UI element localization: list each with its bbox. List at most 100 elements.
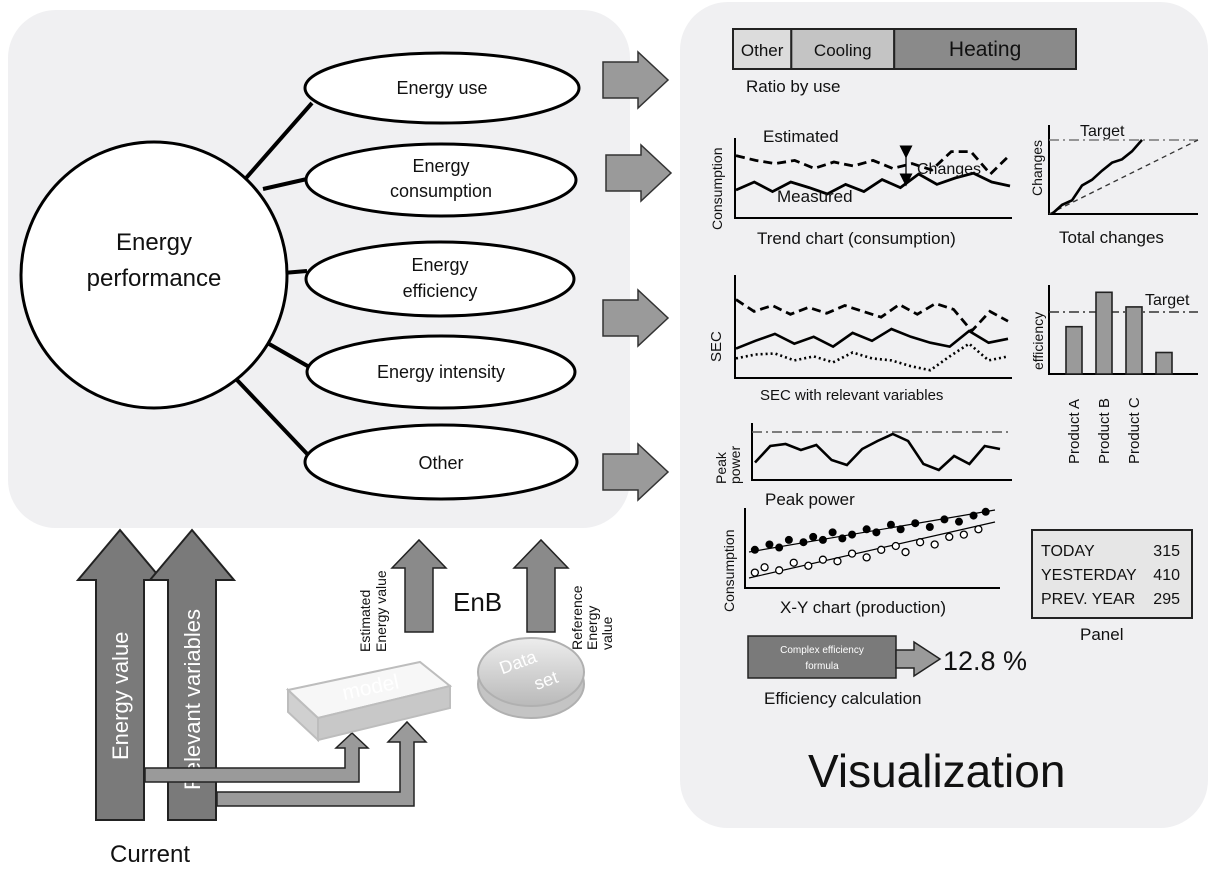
xy-filled-point [799,538,808,547]
current-label: Current [110,841,190,868]
model-feed-arrows [144,720,428,807]
ratio-segment [732,28,793,70]
energy-performance-label-1: Energy [116,229,192,256]
xy-filled-point [848,530,857,539]
relevant-variables-label: Relevant variables [180,609,205,790]
relevant-variables-arrow: Relevant variables [147,528,237,821]
xy-hollow-point [818,555,828,564]
sec-chart: SEC SEC with relevant variables [708,275,1012,404]
measured-series-line [735,171,1011,196]
peak-ylabel-1: Peak [713,451,729,484]
xy-hollow-point [750,568,760,577]
trend-chart: Estimated Measured Changes Consumption T… [709,127,1012,248]
panel-row-yesterday-value: 410 [1153,567,1180,584]
xy-hollow-point [789,558,798,567]
energy-use-label: Energy use [396,78,487,98]
xy-filled-point [969,511,978,520]
energy-intensity-node: Energy intensity [305,334,577,410]
trend-changes-label: Changes [917,161,981,178]
ratio-segment-label: Cooling [814,41,872,60]
energy-value-label: Energy value [108,632,133,760]
energy-consumption-node: Energy consumption [304,142,578,218]
peak-power-chart: Peak power Peak power [713,423,1012,509]
efficiency-calculation: Complex efficiency formula 12.8 % Effici… [747,635,1027,708]
xy-filled-point [765,540,774,549]
efficiency-calc-caption: Efficiency calculation [764,689,922,708]
xy-hollow-point [974,525,983,534]
energy-consumption-label-2: consumption [390,181,492,201]
xy-hollow-point [804,561,813,570]
ratio-caption: Ratio by use [746,77,841,96]
total-changes-caption: Total changes [1059,228,1164,247]
efficiency-category-label: Product C [1126,397,1143,464]
xy-hollow-point [833,557,842,566]
efficiency-category-label: Product A [1066,399,1083,464]
xy-filled-point [775,543,784,552]
efficiency-bar [1125,306,1143,375]
energy-efficiency-label-2: efficiency [403,281,478,301]
total-changes-ylabel: Changes [1029,140,1045,196]
energy-use-node: Energy use [303,51,581,125]
sec-caption: SEC with relevant variables [760,387,943,404]
xy-hollow-point [760,563,769,572]
xy-filled-point [925,523,934,531]
estimated-series-line [735,150,1011,177]
xy-filled-point [940,515,949,524]
xy-filled-point [828,528,837,537]
ratio-segment-label: Other [741,41,784,60]
energy-consumption-label-1: Energy [412,156,469,176]
arrow-right-icon [605,143,673,203]
ratio-segment [893,28,1078,70]
xy-filled-point [872,528,881,537]
trend-ylabel: Consumption [709,148,725,231]
xy-filled-point [896,525,905,534]
xy-filled-point [911,519,920,528]
energy-performance-label-2: performance [87,265,222,292]
xy-hollow-point [877,545,886,554]
other-node: Other [303,423,579,501]
peak-series-line [754,432,1001,472]
estimated-value-arrow [390,538,448,633]
xy-hollow-point [959,530,968,539]
reference-value-label-2: Energy [584,606,600,650]
reference-value-arrow [512,538,570,633]
energy-intensity-label: Energy intensity [377,362,505,382]
xy-filled-point [784,535,793,544]
peak-ylabel-2: power [727,446,743,484]
xy-filled-point [886,520,895,529]
estimated-value-label-1: Estimated [357,590,373,652]
xy-caption: X-Y chart (production) [780,598,946,617]
arrow-right-icon [602,50,670,110]
total-changes-chart: Target Changes Total changes [1029,123,1199,247]
efficiency-target-label: Target [1145,292,1190,309]
peak-caption: Peak power [765,490,855,509]
xy-hollow-point [862,553,871,562]
xy-ylabel: Consumption [721,530,737,613]
efficiency-category-label: Product B [1096,398,1113,464]
formula-label-1: Complex efficiency [780,645,864,656]
arrow-right-icon [602,442,670,502]
sec-solid-series-line [735,327,1009,350]
energy-efficiency-node: Energy efficiency [304,240,576,318]
energy-value-arrow: Energy value [75,528,165,821]
xy-filled-point [809,532,818,541]
trend-estimated-label: Estimated [763,127,839,146]
arrow-right-icon [602,288,670,348]
xy-hollow-point [775,566,784,575]
efficiency-result: 12.8 % [943,646,1027,676]
panel-display: TODAY 315 YESTERDAY 410 PREV. YEAR 295 P… [1031,529,1193,644]
xy-hollow-point [930,540,939,549]
efficiency-bar [1155,351,1173,375]
model-block: model [285,660,453,743]
panel-row-today-label: TODAY [1041,543,1095,560]
trend-measured-label: Measured [777,187,853,206]
total-changes-target-label: Target [1080,123,1125,140]
dataset-block: Data set [477,637,585,719]
reference-value-label-3: value [599,616,615,650]
sec-dashed-series-line [735,298,1009,334]
enb-label: EnB [453,587,502,617]
panel-row-prevyear-label: PREV. YEAR [1041,591,1135,608]
total-changes-series-line [1051,139,1143,215]
